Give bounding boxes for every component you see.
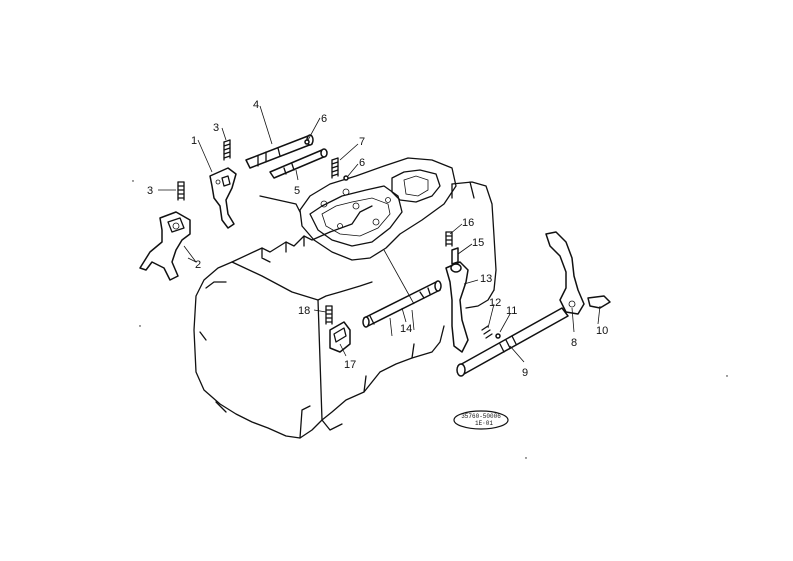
callout-6-lower: 6 — [359, 157, 365, 169]
shift-rod-4 — [245, 134, 314, 169]
spring-18 — [325, 305, 333, 325]
callout-15: 15 — [472, 237, 484, 249]
callout-17: 17 — [344, 359, 356, 371]
spring-7 — [331, 157, 339, 179]
callout-12: 12 — [489, 297, 501, 309]
shift-rod-5 — [269, 148, 328, 179]
callout-2: 2 — [195, 259, 201, 271]
callout-1: 1 — [191, 135, 197, 147]
callout-14: 14 — [400, 323, 412, 335]
transmission-housing — [193, 181, 497, 439]
callout-8: 8 — [571, 337, 577, 349]
shift-fork-1 — [209, 167, 237, 229]
callout-5: 5 — [294, 185, 300, 197]
callout-labels: 1 2 3 3 4 5 6 6 7 8 9 10 11 12 13 14 15 … — [147, 99, 608, 379]
shift-fork-2 — [139, 211, 191, 281]
ball-11 — [495, 333, 501, 339]
callout-18: 18 — [298, 305, 310, 317]
callout-16: 16 — [462, 217, 474, 229]
callout-9: 9 — [522, 367, 528, 379]
callout-6-upper: 6 — [321, 113, 327, 125]
stray-marks — [132, 180, 728, 459]
reference-stamp: 35760-50006 1E·01 — [453, 410, 509, 430]
callout-13: 13 — [480, 273, 492, 285]
shift-rod-14 — [362, 280, 442, 328]
callout-3-upper: 3 — [213, 122, 219, 134]
pin-15 — [451, 247, 459, 265]
top-cover — [259, 157, 457, 261]
ball-6-lower — [343, 175, 349, 181]
selector-shaft-9 — [456, 307, 569, 377]
spring-3-upper — [223, 139, 231, 161]
stamp-line-1: 35760-50006 — [461, 413, 501, 420]
callout-10: 10 — [596, 325, 608, 337]
shift-arm-13 — [445, 261, 469, 353]
callout-4: 4 — [253, 99, 259, 111]
stamp-line-2: 1E·01 — [475, 420, 493, 427]
spring-12 — [481, 325, 493, 339]
callout-11: 11 — [506, 305, 517, 317]
callout-7: 7 — [359, 136, 365, 148]
clip-10 — [587, 295, 611, 309]
shift-block-17 — [329, 321, 351, 353]
shift-fork-8 — [545, 231, 585, 315]
callout-3-lower: 3 — [147, 185, 153, 197]
ball-6-upper — [304, 139, 310, 145]
spring-16 — [445, 231, 453, 247]
spring-3-lower — [177, 181, 185, 201]
leader-lines — [158, 105, 601, 363]
